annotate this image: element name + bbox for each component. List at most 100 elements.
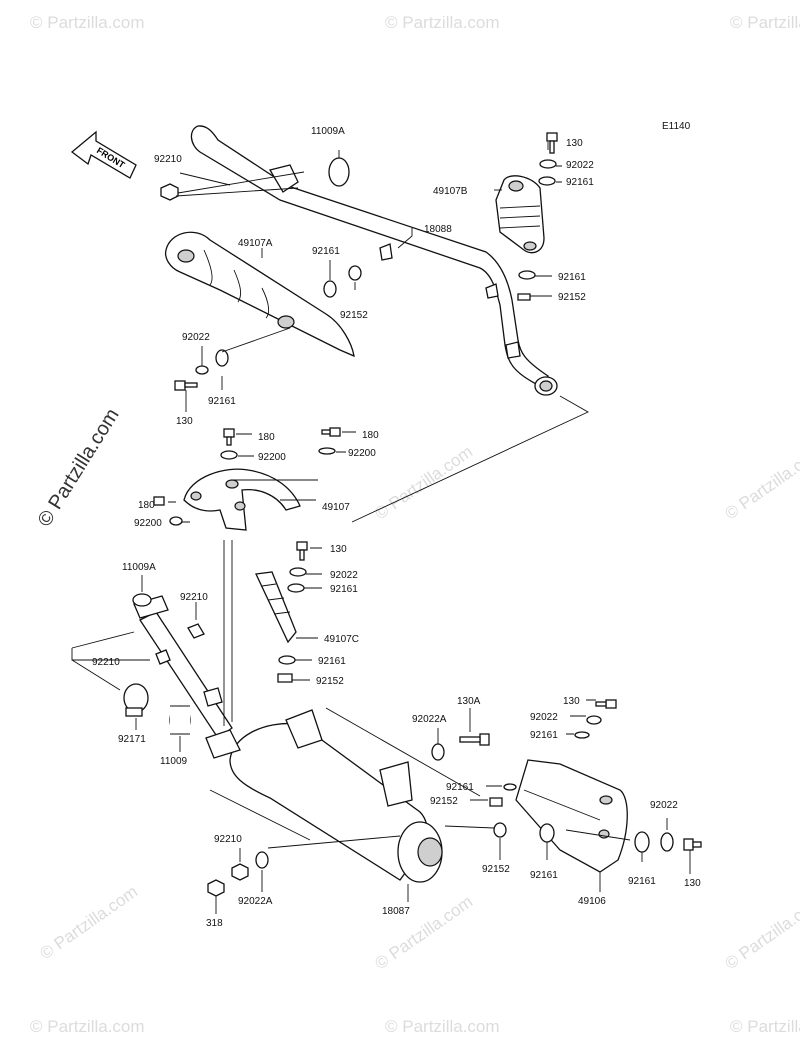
bolt-130-mid xyxy=(296,541,308,561)
front-arrow: FRONT xyxy=(70,130,137,179)
washer-92161-tr xyxy=(538,176,556,186)
washer-92022-br2 xyxy=(660,832,674,852)
part-label: 180 xyxy=(258,432,275,443)
part-label: 92022A xyxy=(412,714,447,725)
washer-92022-br xyxy=(586,715,602,725)
bolt-130-left xyxy=(174,380,198,391)
part-label: 92022 xyxy=(650,800,678,811)
watermark: © Partzilla.com xyxy=(385,13,500,32)
washer-92200-c xyxy=(169,516,183,526)
part-label: 92022 xyxy=(182,332,210,343)
part-label: 49107B xyxy=(433,186,468,197)
washer-92200-b xyxy=(318,447,336,455)
clamp-92171 xyxy=(123,683,149,717)
part-label: 92152 xyxy=(316,676,344,687)
watermark: © Partzilla.com xyxy=(371,442,476,523)
part-label: 92022 xyxy=(566,160,594,171)
side-watermark: © Partzilla.com xyxy=(34,405,124,531)
washer-92022-tr xyxy=(539,159,557,169)
collar-92152-r2 xyxy=(517,293,531,301)
part-label: 92161 xyxy=(318,656,346,667)
part-label: 92161 xyxy=(530,870,558,881)
part-label: 130A xyxy=(457,696,481,707)
gasket-11009a-top xyxy=(328,157,350,187)
watermark: © Partzilla.com xyxy=(30,1017,145,1036)
nut-92210-top xyxy=(160,183,179,201)
watermark: © Partzilla.com xyxy=(730,13,800,32)
heat-cover-49107a xyxy=(164,231,355,358)
part-label: 130 xyxy=(563,696,580,707)
header-pipe-18088 xyxy=(190,125,558,396)
bolt-180-b xyxy=(321,427,341,437)
part-label: 130 xyxy=(566,138,583,149)
part-label: 92200 xyxy=(348,448,376,459)
part-label: 92152 xyxy=(340,310,368,321)
part-label: 92152 xyxy=(430,796,458,807)
part-label: 92171 xyxy=(118,734,146,745)
part-label: 92161 xyxy=(530,730,558,741)
watermark: © Partzilla.com xyxy=(36,882,141,963)
part-label: 92200 xyxy=(258,452,286,463)
muffler-18087 xyxy=(205,709,443,883)
gasket-11009 xyxy=(169,705,191,735)
watermark: © Partzilla.com xyxy=(721,442,800,523)
part-label: 92161 xyxy=(208,396,236,407)
heat-shield-49107c xyxy=(255,571,297,644)
bolt-180-c xyxy=(153,496,165,506)
part-label: 130 xyxy=(176,416,193,427)
washer-92161-r2 xyxy=(518,270,536,280)
part-label: 130 xyxy=(330,544,347,555)
part-label: 92161 xyxy=(628,876,656,887)
watermark: © Partzilla.com xyxy=(730,1017,800,1036)
washer-92022-left xyxy=(195,365,209,375)
part-label: 49107C xyxy=(324,634,359,645)
part-label: 49107A xyxy=(238,238,273,249)
nut-318 xyxy=(207,879,225,897)
part-label: 11009 xyxy=(160,756,188,767)
diagram-code: E1140 xyxy=(662,121,691,132)
washer-92161-b4 xyxy=(634,831,650,853)
part-label: 92022A xyxy=(238,896,273,907)
part-label: 92161 xyxy=(558,272,586,283)
gasket-11009a-b xyxy=(132,593,152,607)
part-label: 92210 xyxy=(214,834,242,845)
part-label: 11009A xyxy=(311,126,345,137)
bolt-130a xyxy=(459,733,490,746)
bolt-130-tr xyxy=(546,132,558,154)
watermark: © Partzilla.com xyxy=(385,1017,500,1036)
part-label: 92161 xyxy=(312,246,340,257)
washer-92022-mid xyxy=(289,567,307,577)
washer-92161-m4 xyxy=(278,655,296,665)
part-label: 92022 xyxy=(530,712,558,723)
collar-92152-b3 xyxy=(493,822,507,838)
washer-92022a-b xyxy=(255,851,269,869)
part-label: 92161 xyxy=(446,782,474,793)
collar-92152-mid xyxy=(348,265,362,281)
watermark: © Partzilla.com xyxy=(30,13,145,32)
watermark: © Partzilla.com xyxy=(371,892,476,973)
part-label: 92161 xyxy=(330,584,358,595)
bolt-180-a xyxy=(223,428,235,446)
muffler-cover-49106 xyxy=(515,759,628,873)
heat-shield-49107 xyxy=(183,468,301,531)
part-label: 92152 xyxy=(482,864,510,875)
washer-92200-a xyxy=(220,450,238,460)
part-labels: 11009A 92210 130 92022 49107B 92161 1808… xyxy=(92,126,701,929)
part-label: 49107 xyxy=(322,502,350,513)
part-label: 49106 xyxy=(578,896,606,907)
part-label: 92152 xyxy=(558,292,586,303)
washer-92161-br xyxy=(574,731,590,739)
part-label: 92210 xyxy=(154,154,182,165)
heat-shield-49107b xyxy=(495,175,545,254)
washer-92022a-a xyxy=(431,743,445,761)
collar-92152-m3 xyxy=(277,673,293,683)
part-label: 318 xyxy=(206,918,223,929)
nut-92210-d xyxy=(231,863,249,881)
part-label: 18087 xyxy=(382,906,410,917)
washer-92161-m3 xyxy=(287,583,305,593)
part-label: 11009A xyxy=(122,562,156,573)
part-label: 18088 xyxy=(424,224,452,235)
part-label: 180 xyxy=(138,500,155,511)
washer-92161-b2 xyxy=(503,783,517,791)
